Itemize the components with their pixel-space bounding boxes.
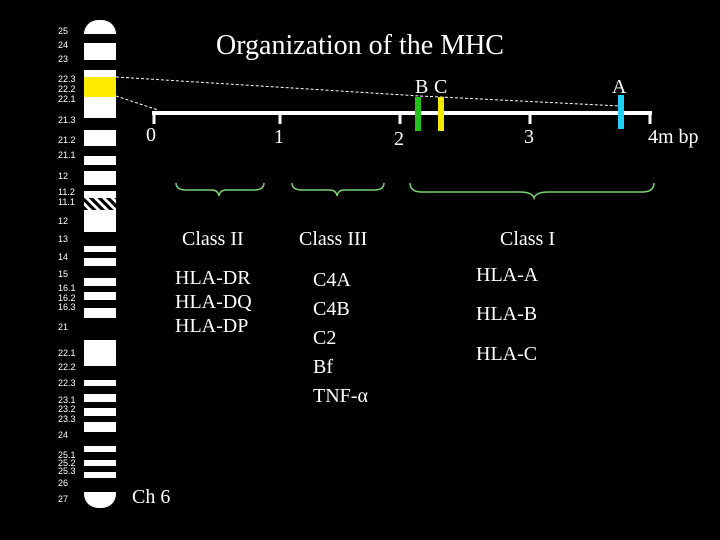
tick-label-2: 2	[394, 128, 404, 150]
zoom-line-top	[115, 76, 421, 97]
marker-c	[438, 97, 444, 131]
tick-label-1: 1	[274, 126, 284, 148]
mhc-region-highlight	[84, 77, 116, 97]
tick-label-0: 0	[146, 124, 156, 146]
gene-list-class-ii: HLA-DR HLA-DQ HLA-DP	[175, 266, 252, 338]
class-i-label: Class I	[500, 228, 555, 250]
centromere	[84, 198, 116, 210]
band-label: 25.1	[58, 450, 76, 460]
band-label: 16.1	[58, 283, 76, 293]
scale-unit: 4m bp	[648, 126, 699, 148]
band-label: 22.2	[58, 84, 76, 94]
gene-item: TNF-α	[313, 385, 368, 407]
band-label: 21	[58, 322, 69, 332]
band-label: 13	[58, 234, 69, 244]
band-label: 21.2	[58, 135, 76, 145]
chromosome-ideogram	[84, 20, 116, 508]
band-label: 21.1	[58, 150, 76, 160]
band-label: 27	[58, 494, 69, 504]
marker-label-a: A	[612, 76, 629, 98]
marker-label-b: B	[415, 76, 431, 98]
gene-item: HLA-DP	[175, 315, 249, 337]
band-label: 24	[58, 430, 69, 440]
gene-item: C4A	[313, 269, 351, 291]
band-label: 12	[58, 171, 69, 181]
gene-item: C2	[313, 327, 337, 349]
gene-item: C4B	[313, 298, 350, 320]
gene-list-class-iii: C4A C4B C2 Bf TNF-α	[313, 266, 368, 411]
gene-item: HLA-A	[476, 264, 539, 286]
brace-class-i	[409, 182, 655, 201]
band-label: 14	[58, 252, 69, 262]
band-label: 23	[58, 54, 69, 64]
band-label: 11.1	[58, 197, 75, 207]
gene-item: Bf	[313, 356, 333, 378]
class-iii-label: Class III	[299, 228, 368, 250]
band-label: 22.1	[58, 348, 76, 358]
marker-label-c: C	[434, 76, 450, 98]
band-label: 23.1	[58, 395, 76, 405]
band-label: 26	[58, 478, 69, 488]
band-label: 24	[58, 40, 69, 50]
band-label: 23.3	[58, 414, 76, 424]
brace-class-ii	[175, 182, 265, 197]
chromosome-label: Ch 6	[132, 486, 171, 508]
marker-a	[618, 95, 624, 129]
zoom-line-right	[419, 95, 621, 107]
band-label: 23.2	[58, 404, 76, 414]
band-label: 15	[58, 269, 69, 279]
gene-item: HLA-DQ	[175, 291, 252, 313]
tick-label-3: 3	[524, 126, 534, 148]
marker-b	[415, 97, 421, 131]
band-label: 25	[58, 26, 69, 36]
band-label: 22.2	[58, 362, 76, 372]
band-label: 22.3	[58, 378, 76, 388]
band-label: 16.3	[58, 302, 76, 312]
band-label: 25.3	[58, 466, 76, 476]
brace-class-iii	[291, 182, 385, 197]
band-label: 11.2	[58, 187, 75, 197]
band-label: 12	[58, 216, 69, 226]
class-ii-label: Class II	[182, 228, 244, 250]
band-label: 16.2	[58, 293, 76, 303]
page-title: Organization of the MHC	[216, 30, 504, 61]
band-label: 22.1	[58, 94, 76, 104]
band-label: 22.3	[58, 74, 76, 84]
gene-item: HLA-C	[476, 343, 538, 365]
zoom-line-bottom	[115, 95, 159, 111]
gene-item: HLA-DR	[175, 267, 251, 289]
band-label: 25.2	[58, 458, 76, 468]
gene-item: HLA-B	[476, 303, 538, 325]
band-label: 21.3	[58, 115, 76, 125]
